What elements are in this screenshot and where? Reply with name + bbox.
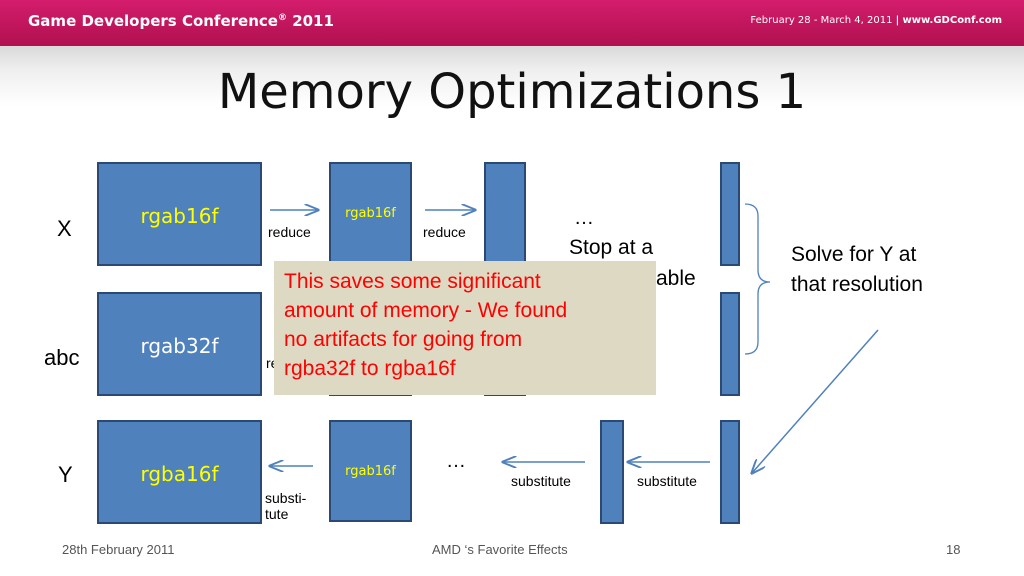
conference-header-bar <box>0 0 1024 46</box>
header-separator: | <box>895 15 900 26</box>
slide-title: Memory Optimizations 1 <box>217 64 807 120</box>
bar-abc-smallest-res <box>720 292 740 396</box>
box-abc-full-res-label: rgab32f <box>140 334 219 358</box>
box-y-small-res <box>600 420 624 524</box>
note-line-1: This saves some significant <box>284 270 541 293</box>
bar-y-smallest-res <box>720 420 740 524</box>
header-swoosh-decoration <box>0 46 1024 106</box>
solve-text-line2: that resolution <box>791 273 923 296</box>
ellipsis-top: … <box>574 207 594 229</box>
solve-text-line1: Solve for Y at <box>791 243 917 266</box>
note-line-3: no artifacts for going from <box>284 328 523 351</box>
arrow-solve-to-y <box>752 329 879 473</box>
label-substitute-split-line1: substi- <box>265 490 307 506</box>
box-x-half-res-label: rgab16f <box>345 206 396 221</box>
label-substitute-split-line2: tute <box>265 506 289 522</box>
box-x-full-res-label: rgab16f <box>140 204 219 228</box>
footer-talk-title: AMD ‘s Favorite Effects <box>432 542 568 557</box>
bar-x-smallest-res <box>720 162 740 266</box>
conference-year: 2011 <box>292 12 334 30</box>
row-label-y: Y <box>58 462 73 487</box>
ellipsis-bottom: … <box>446 450 466 472</box>
box-abc-full-res: rgab32f <box>97 292 262 396</box>
row-label-abc: abc <box>44 345 80 370</box>
footer-date: 28th February 2011 <box>62 542 175 557</box>
box-y-full-res: rgba16f <box>97 420 262 524</box>
box-x-full-res: rgab16f <box>97 162 262 266</box>
stop-text-line1: Stop at a <box>569 236 654 259</box>
label-substitute-split: substi- tute <box>265 490 306 522</box>
memory-savings-note: This saves some significant amount of me… <box>274 261 656 395</box>
solve-text: Solve for Y at that resolution <box>791 240 923 300</box>
registered-mark: ® <box>277 13 287 23</box>
note-line-4: rgba32f to rgba16f <box>284 357 456 380</box>
label-substitute-1: substitute <box>511 473 571 489</box>
box-y-full-res-label: rgba16f <box>140 462 219 486</box>
box-y-half-res: rgab16f <box>329 420 412 522</box>
row-label-x: X <box>57 216 72 241</box>
note-line-2: amount of memory - We found <box>284 299 568 322</box>
stop-text-line2-partial: able <box>656 267 696 290</box>
footer-page-number: 18 <box>946 542 961 557</box>
label-reduce-2: reduce <box>423 224 466 240</box>
conference-name-text: Game Developers Conference <box>28 12 278 30</box>
conference-website: www.GDConf.com <box>902 15 1002 26</box>
box-x-half-res: rgab16f <box>329 162 412 266</box>
conference-dates: February 28 - March 4, 2011 <box>750 15 893 26</box>
box-x-quarter-res <box>484 162 526 266</box>
conference-info: February 28 - March 4, 2011 | www.GDConf… <box>750 15 1002 26</box>
label-reduce-1: reduce <box>268 224 311 240</box>
brace-right <box>744 203 771 355</box>
conference-name: Game Developers Conference® 2011 <box>28 12 334 30</box>
box-y-half-res-label: rgab16f <box>345 464 396 479</box>
label-substitute-2: substitute <box>637 473 697 489</box>
